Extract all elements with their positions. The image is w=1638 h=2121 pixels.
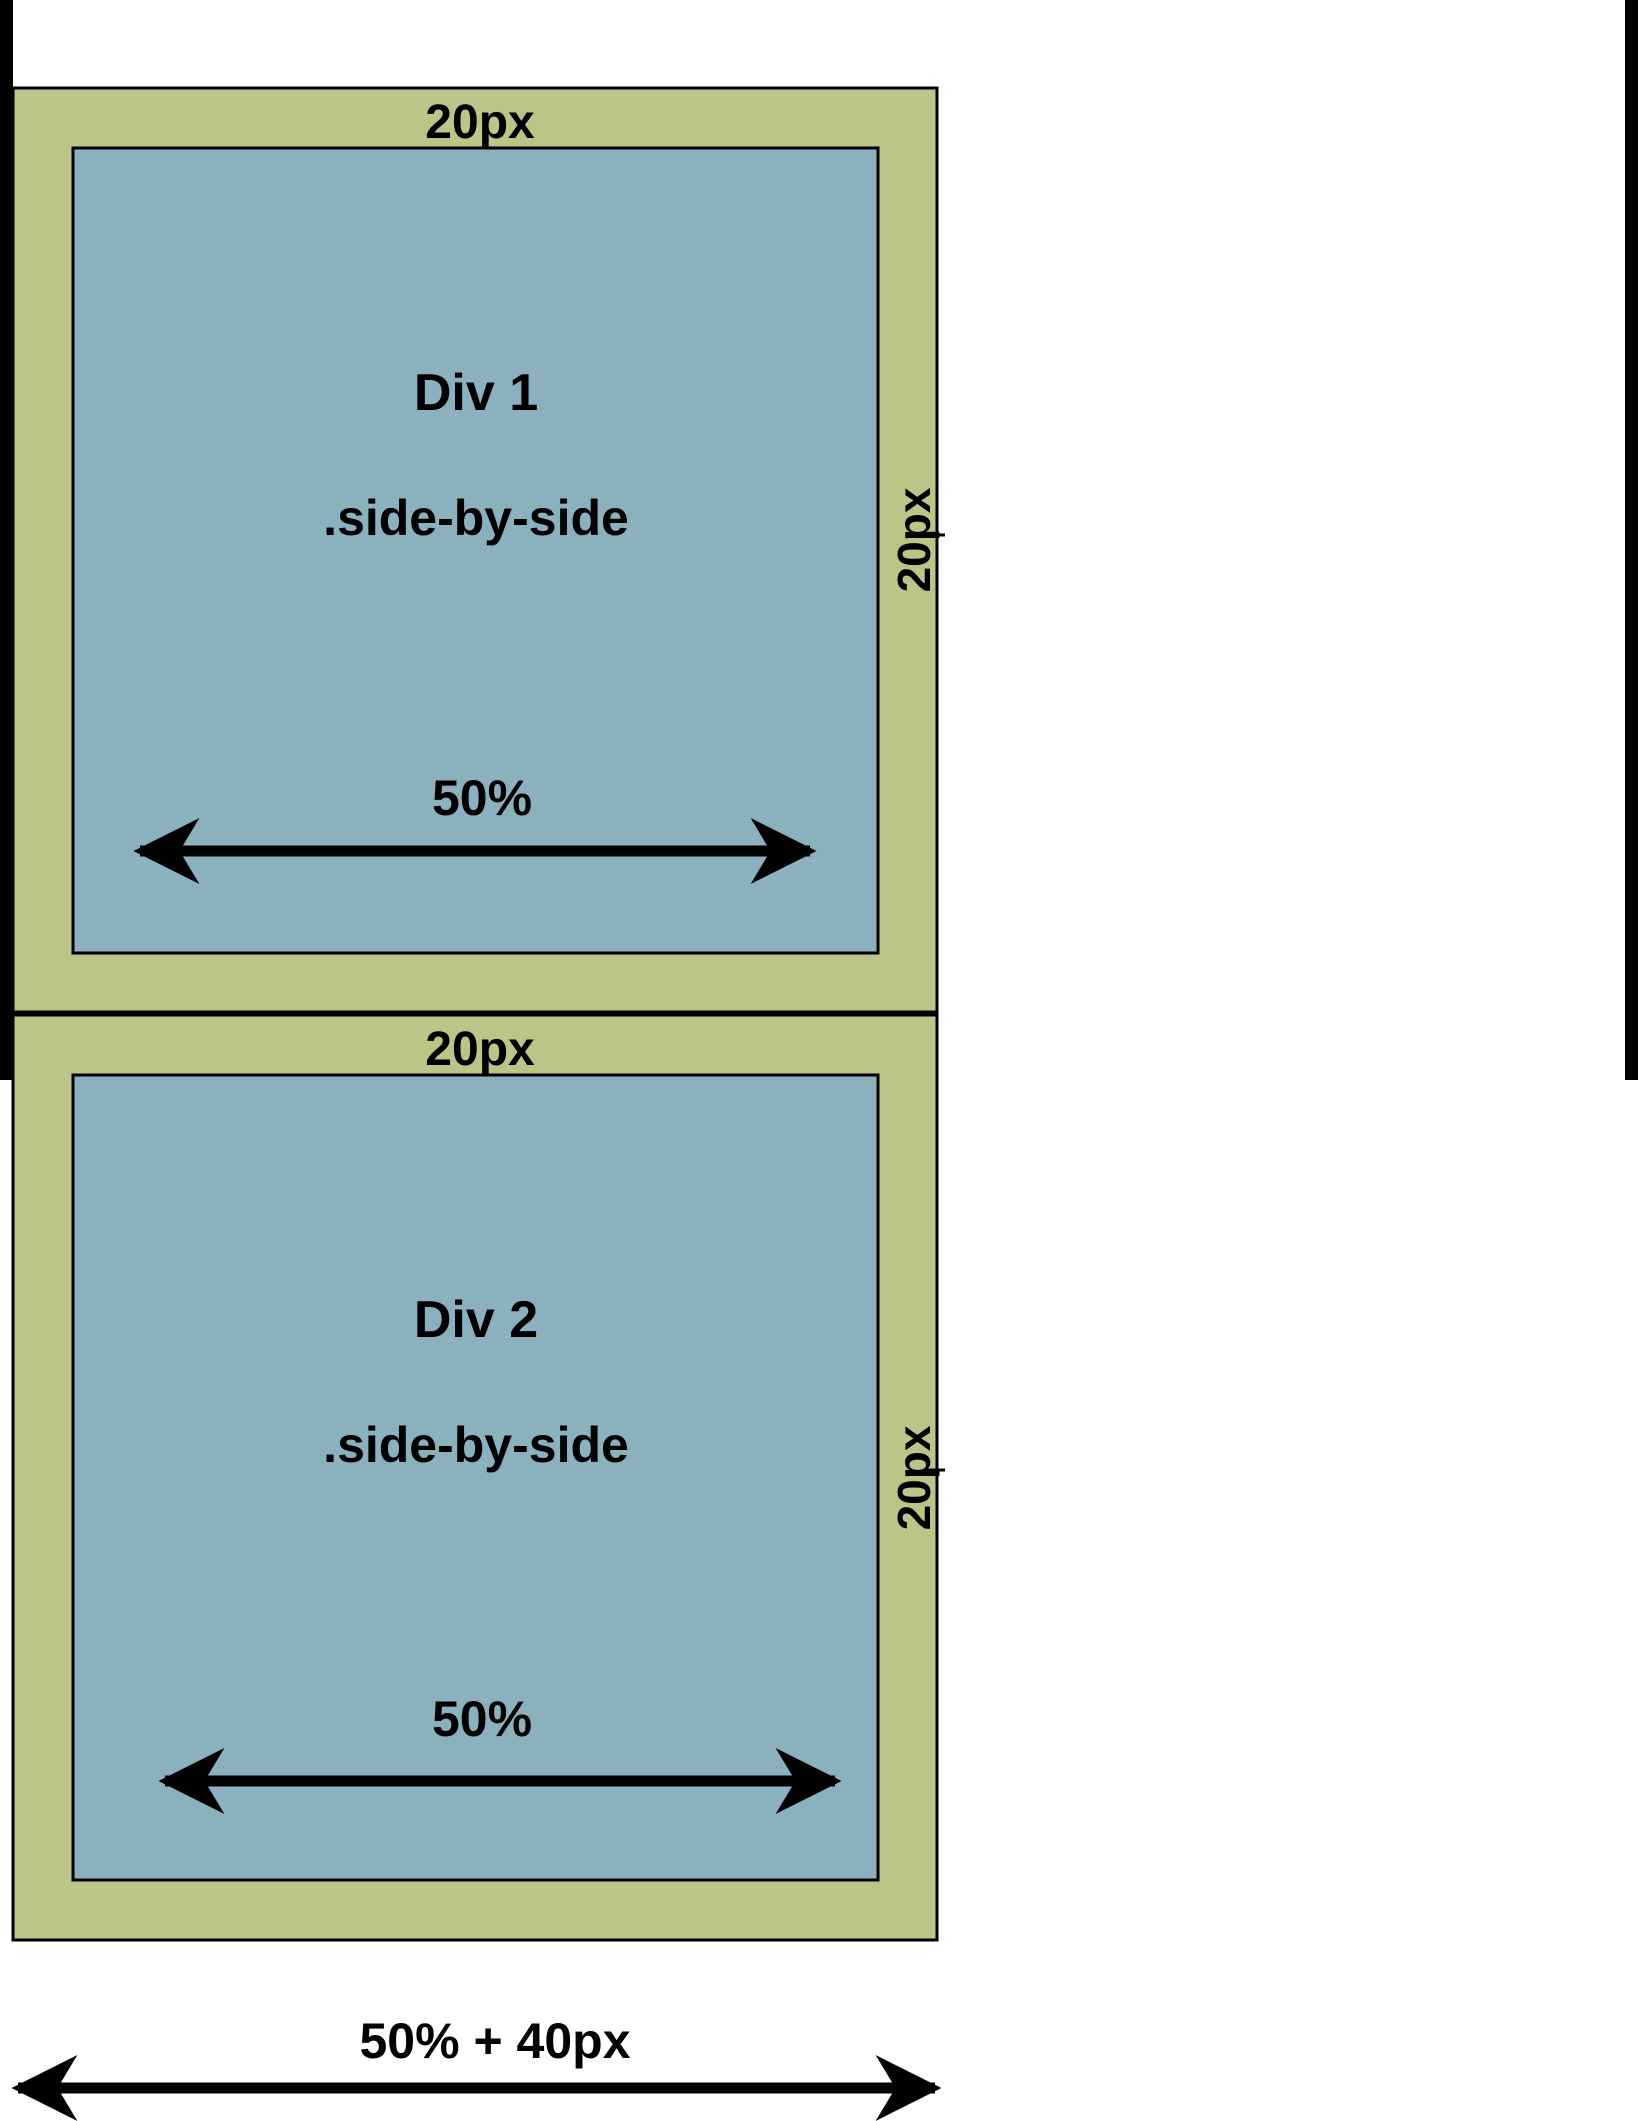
div-2-padding-top-label: 20px — [425, 1023, 535, 1076]
div-2-box: 20px 20px Div 2 .side-by-side 50% — [11, 1013, 945, 1942]
div-1-padding-top-label: 20px — [425, 96, 535, 149]
div-2-class-name: .side-by-side — [323, 1417, 629, 1473]
div-1-title: Div 1 — [414, 364, 538, 422]
div-2-padding-right-label: 20px — [888, 1425, 940, 1530]
total-width-label: 50% + 40px — [359, 2013, 630, 2069]
container-right-edge — [1625, 0, 1638, 1080]
div-1-content-area — [71, 146, 880, 955]
container-left-edge — [0, 0, 13, 1080]
div-1-box: 20px 20px Div 1 .side-by-side 50% — [11, 86, 945, 1015]
div-1-width-label: 50% — [432, 770, 532, 826]
div-2-content-area — [71, 1073, 880, 1882]
div-2-title: Div 2 — [414, 1291, 538, 1349]
div-1-padding-right-label: 20px — [888, 487, 940, 592]
div-1-class-name: .side-by-side — [323, 490, 629, 546]
div-2-width-label: 50% — [432, 1691, 532, 1747]
